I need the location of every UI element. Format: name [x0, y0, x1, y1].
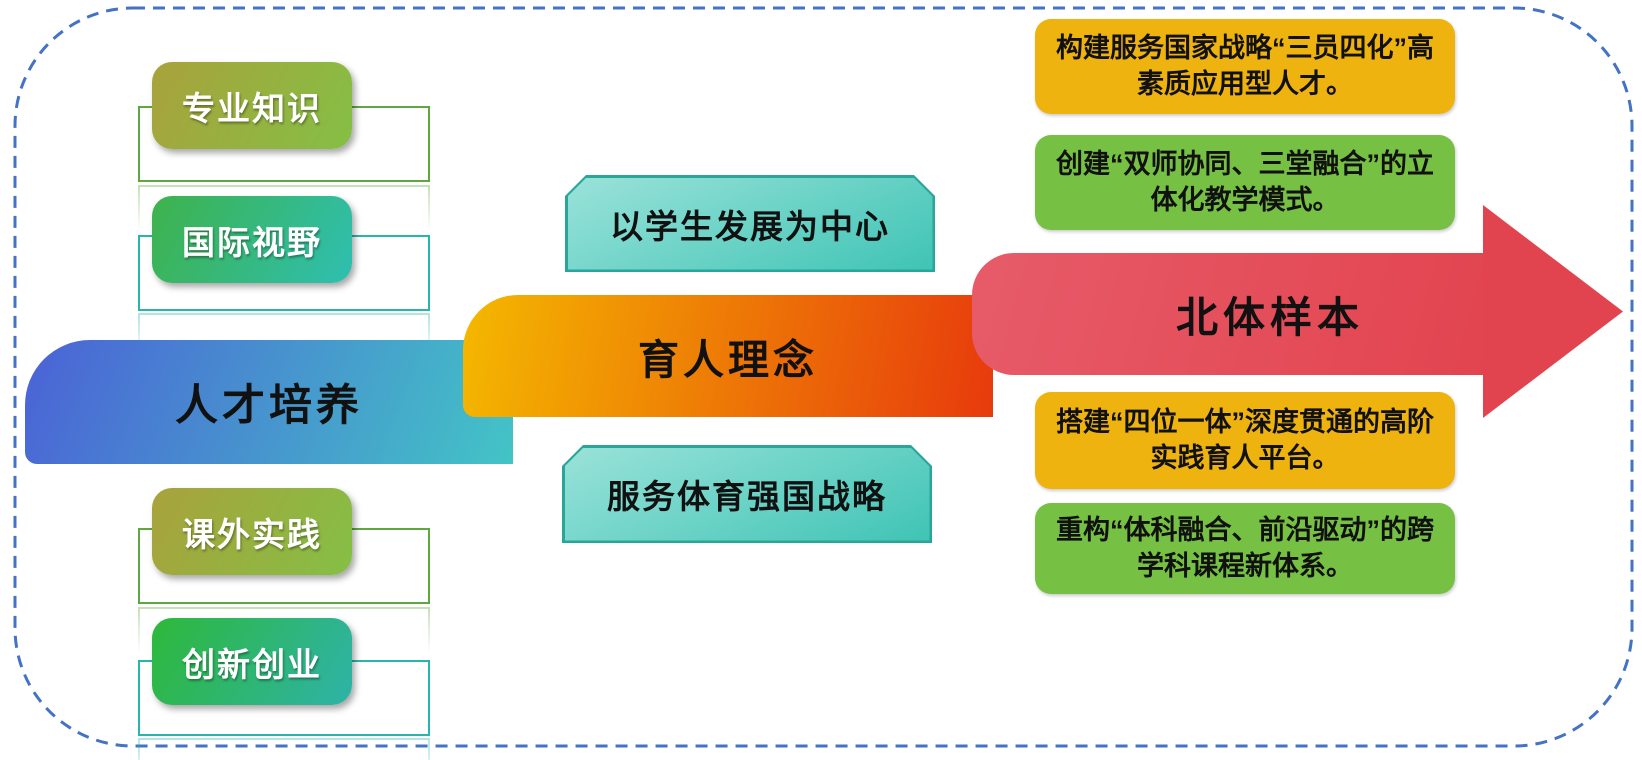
card-dual-teacher-three-classroom: 创建“双师协同、三堂融合”的立体化教学模式。 [1035, 135, 1455, 230]
pill-professional-knowledge: 专业知识 [152, 62, 352, 149]
dashed-border-rect [13, 6, 1634, 748]
box-student-centered: 以学生发展为中心 [565, 175, 935, 272]
box-sports-power-strategy-label: 服务体育强国战略 [565, 448, 930, 541]
pill-international-vision: 国际视野 [152, 196, 352, 283]
card-interdisciplinary-curriculum: 重构“体科融合、前沿驱动”的跨学科课程新体系。 [1035, 503, 1455, 594]
card-four-in-one-practice-platform: 搭建“四位一体”深度贯通的高阶实践育人平台。 [1035, 392, 1455, 489]
arrow-label-bsu-sample: 北体样本 [1175, 293, 1364, 341]
band-talent-cultivation: 人才培养 [25, 340, 513, 464]
box-student-centered-label: 以学生发展为中心 [568, 178, 933, 270]
pill-extracurricular-practice: 课外实践 [152, 488, 352, 575]
pill-innovation-entrepreneurship: 创新创业 [152, 618, 352, 705]
box-sports-power-strategy: 服务体育强国战略 [562, 445, 932, 543]
arrow-body [972, 253, 1485, 375]
band-education-concept: 育人理念 [463, 295, 993, 417]
outline-reflection [138, 738, 430, 760]
card-three-roles-four-modernizations: 构建服务国家战略“三员四化”高素质应用型人才。 [1035, 19, 1455, 114]
